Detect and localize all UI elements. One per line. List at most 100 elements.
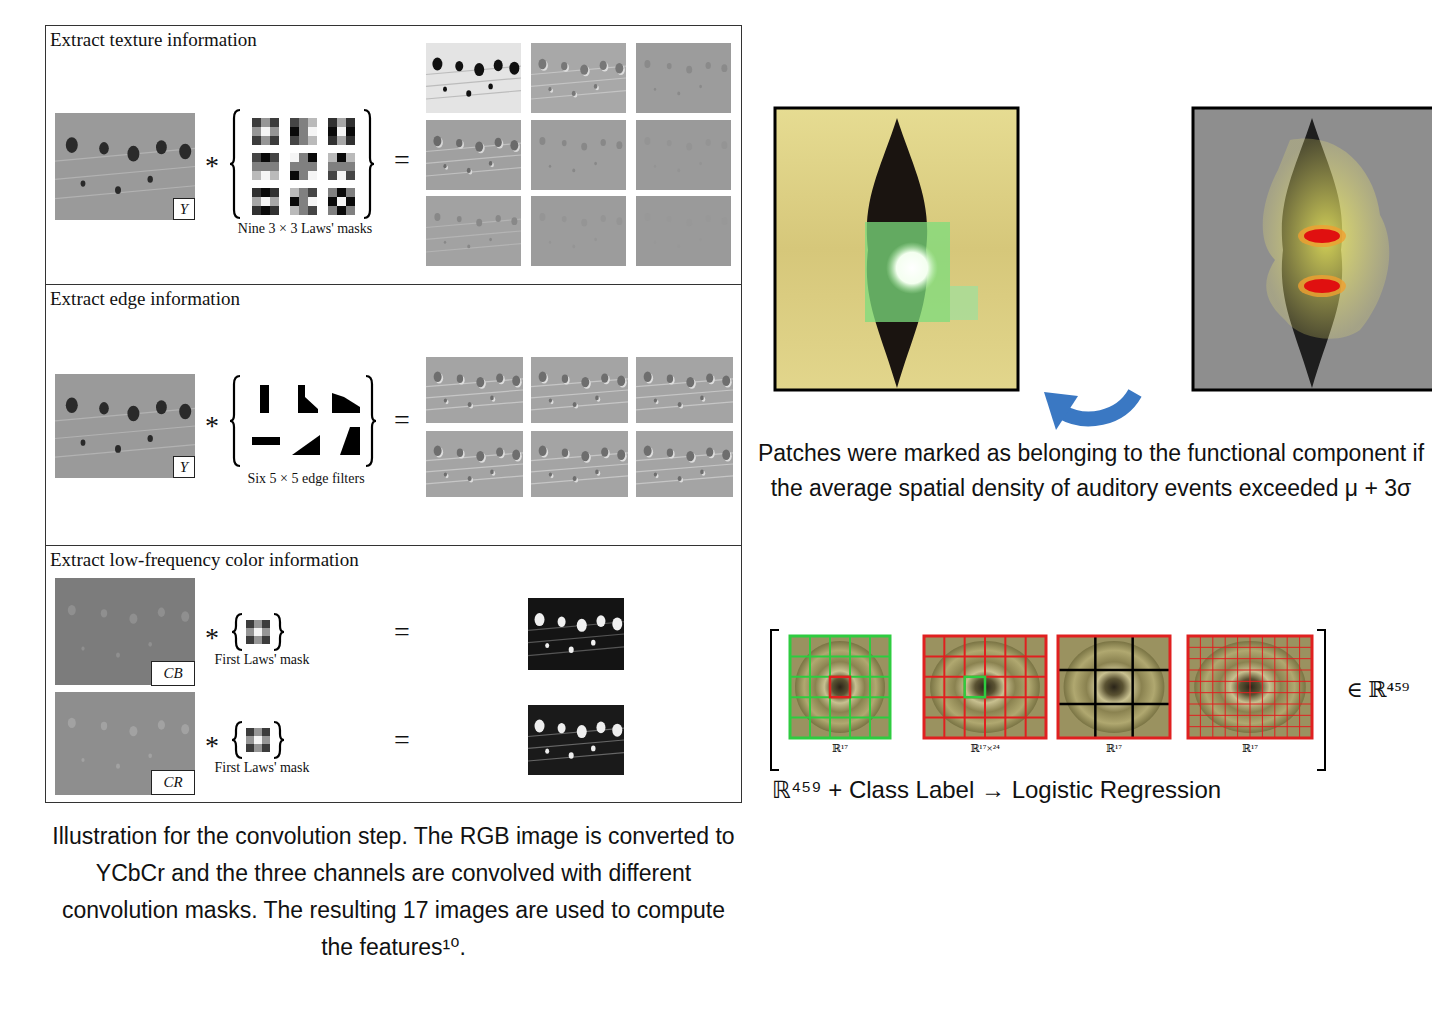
mask-cell	[261, 162, 270, 171]
mask-caption: First Laws' mask	[214, 653, 309, 667]
mask-cell	[308, 171, 317, 180]
photo	[636, 431, 733, 497]
photo-spot	[667, 140, 672, 146]
mask-cell	[254, 620, 262, 628]
mask-cell	[261, 188, 270, 197]
mask-cell	[328, 153, 337, 162]
photo-spot	[667, 375, 673, 383]
photo-spot	[562, 216, 567, 222]
photo-spot	[700, 470, 704, 475]
thumb-border	[1188, 636, 1312, 738]
patch-thumbnail	[1058, 636, 1170, 738]
photo	[426, 43, 521, 113]
grid-line	[790, 717, 890, 719]
photo-streak	[531, 390, 628, 398]
edge-filter	[332, 427, 360, 455]
grid-line	[1250, 636, 1251, 738]
photo-streak	[426, 168, 521, 176]
photo	[636, 120, 731, 190]
mask-cell	[262, 744, 270, 752]
photo-spot	[99, 402, 109, 414]
grid-line	[1287, 636, 1288, 738]
photo-spot	[179, 404, 191, 420]
convolution-operator: *	[205, 152, 219, 180]
equals-sign: =	[394, 726, 410, 754]
channel-tag: Y	[173, 456, 195, 478]
photo-spot	[509, 62, 519, 75]
channel-tag: Y	[173, 198, 195, 220]
filter-shape	[260, 385, 269, 413]
mask-cell	[270, 127, 279, 136]
photo-spot	[434, 213, 440, 221]
photo-spot	[686, 377, 694, 387]
photo-ground	[55, 578, 195, 685]
patch-thumbnail	[924, 636, 1046, 738]
photo-spot	[654, 398, 657, 402]
channel-name: CR	[163, 774, 182, 791]
grid-line	[1212, 636, 1213, 738]
photo-streak	[426, 231, 521, 239]
photo-spot	[601, 215, 606, 222]
laws-mask	[252, 153, 279, 180]
photo-spot	[488, 83, 493, 89]
mask-cell	[290, 206, 299, 215]
photo-ground	[636, 120, 731, 190]
mask-cell	[299, 118, 308, 127]
photo	[426, 431, 523, 497]
photo-spot	[510, 140, 518, 150]
photo-spot	[595, 396, 599, 401]
photo-spot	[569, 752, 574, 759]
mask-cell	[308, 197, 317, 206]
heat-halo	[1298, 275, 1346, 297]
photo-spot	[535, 613, 545, 626]
mask-cell	[252, 136, 261, 145]
photo-ground	[55, 374, 195, 478]
thumb-ground	[924, 636, 1046, 738]
panel-title: Extract edge information	[50, 288, 240, 310]
photo-spot	[496, 215, 501, 222]
grid-line	[1299, 636, 1300, 738]
mask-caption: Six 5 × 5 edge filters	[247, 472, 364, 486]
dimension-label: ℝ¹⁷	[1106, 743, 1122, 754]
photo-spot	[66, 137, 78, 153]
photo-spot	[66, 397, 78, 413]
photo-spot	[148, 176, 153, 183]
dimension-label: ℝ¹⁷	[832, 743, 848, 754]
photo-spot	[457, 216, 462, 222]
mask-cell	[262, 628, 270, 636]
photo	[426, 120, 521, 190]
photo-spot	[548, 87, 551, 91]
heat-spot	[1304, 229, 1340, 243]
photo-spot	[706, 62, 711, 69]
photo-spot	[562, 449, 568, 457]
mask-cell	[299, 197, 308, 206]
mask-cell	[346, 197, 355, 206]
grid-line	[1225, 636, 1226, 738]
photo-spot	[496, 373, 503, 382]
photo	[528, 598, 624, 670]
photo-spot	[617, 376, 625, 386]
mask-cell	[299, 162, 308, 171]
photo-spot	[558, 617, 566, 627]
mask-cell	[261, 171, 270, 180]
mask-cell	[270, 153, 279, 162]
photo-spot	[468, 476, 472, 481]
photo-spot	[562, 140, 567, 146]
photo	[636, 43, 731, 113]
photo-streak	[55, 426, 195, 438]
photo	[531, 196, 626, 266]
mask-cell	[270, 188, 279, 197]
filter-shape	[252, 437, 280, 445]
mask-cell	[270, 171, 279, 180]
grid-line	[1058, 669, 1170, 672]
photo-spot	[580, 64, 588, 74]
mask-cell	[261, 197, 270, 206]
photo-spot	[156, 140, 167, 154]
mask-cell	[262, 620, 270, 628]
photo-spot	[699, 162, 702, 166]
photo-spot	[706, 215, 711, 222]
mask-cell	[246, 736, 254, 744]
mask-cell	[337, 118, 346, 127]
grid-line	[1262, 636, 1263, 738]
equals-sign: =	[394, 406, 410, 434]
